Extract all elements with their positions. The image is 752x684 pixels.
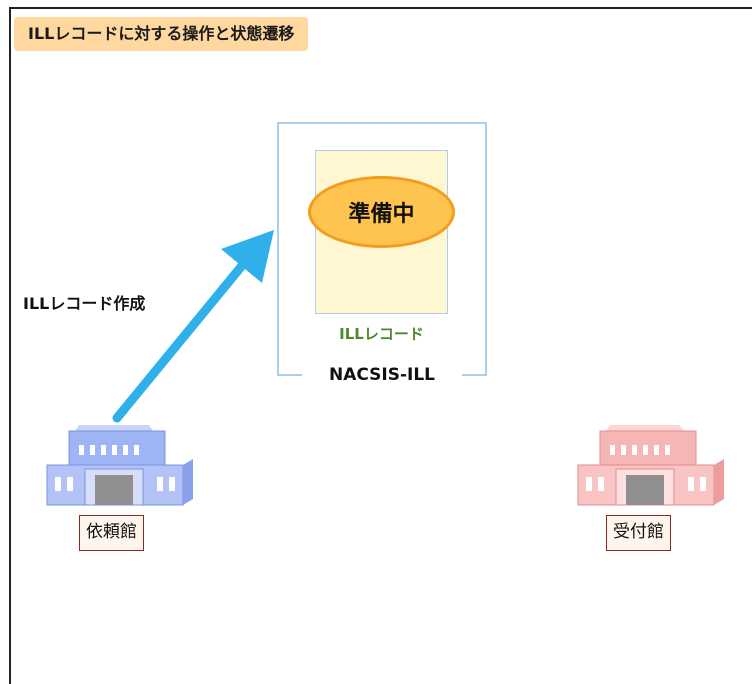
- arrow-head: [221, 230, 274, 283]
- requesting-library-icon: [46, 425, 193, 506]
- action-label: ILLレコード作成: [23, 294, 146, 313]
- requesting-library-label: 依頼館: [79, 515, 144, 551]
- ill-record-label: ILLレコード: [339, 325, 424, 343]
- nacsis-ill-label: NACSIS-ILL: [302, 362, 462, 388]
- diagram-frame: [9, 7, 752, 684]
- diagram-title: ILLレコードに対する操作と状態遷移: [14, 17, 309, 51]
- arrow-shaft: [112, 257, 250, 423]
- receiving-library-icon: [577, 425, 724, 506]
- receiving-library-label: 受付館: [606, 515, 671, 551]
- status-badge: 準備中: [308, 176, 455, 248]
